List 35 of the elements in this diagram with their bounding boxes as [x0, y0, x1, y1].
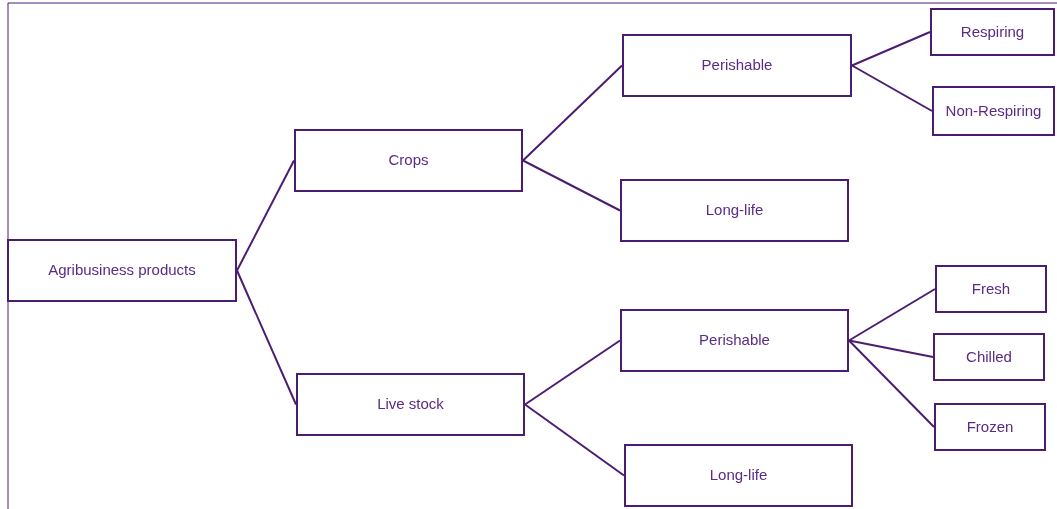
category-box — [624, 444, 853, 507]
category-label: Long-life — [705, 201, 764, 220]
category-label: Live stock — [377, 395, 444, 414]
category-box — [932, 86, 1055, 136]
connector-line — [848, 339, 934, 358]
category-box — [294, 129, 523, 192]
category-box — [622, 34, 852, 97]
category-label: Respiring — [960, 22, 1025, 42]
category-label: Long-life — [709, 466, 768, 485]
category-label: Perishable — [701, 56, 773, 75]
connector-line — [236, 269, 297, 406]
connector-line — [848, 339, 935, 428]
category-label: Perishable — [699, 331, 770, 350]
category-box — [620, 179, 849, 242]
category-box — [934, 403, 1046, 451]
connector-line — [236, 159, 295, 272]
category-box — [933, 333, 1045, 381]
connector-line — [851, 64, 933, 112]
category-box — [620, 309, 849, 372]
connector-line — [524, 403, 625, 477]
category-label: Agribusiness products — [48, 261, 196, 280]
category-box — [935, 265, 1047, 313]
connector-line — [522, 64, 623, 162]
category-box — [7, 239, 237, 302]
connector-line — [851, 31, 931, 67]
connector-line — [522, 159, 621, 212]
category-label: Crops — [388, 151, 429, 170]
category-label: Chilled — [966, 347, 1012, 367]
connector-line — [524, 339, 621, 406]
category-label: Non-Respiring — [945, 101, 1042, 121]
category-box — [930, 8, 1055, 56]
connector-line — [848, 288, 936, 342]
category-label: Frozen — [966, 417, 1014, 437]
category-box — [296, 373, 525, 436]
category-label: Fresh — [971, 279, 1011, 299]
